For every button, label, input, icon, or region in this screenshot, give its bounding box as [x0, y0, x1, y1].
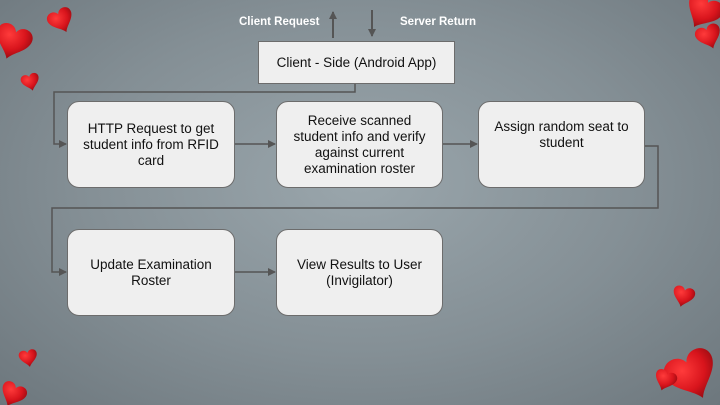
update-roster-node: Update Examination Roster [67, 229, 235, 316]
client-side-node: Client - Side (Android App) [258, 41, 455, 84]
connector-assign-to-update [51, 145, 659, 276]
server-return-label: Server Return [400, 16, 477, 28]
receive-verify-node: Receive scanned student info and verify … [276, 101, 443, 188]
connector-client-to-http [53, 84, 356, 148]
assign-seat-node: Assign random seat to student [478, 101, 645, 188]
view-results-node: View Results to User (Invigilator) [276, 229, 443, 316]
http-request-node: HTTP Request to get student info from RF… [67, 101, 235, 188]
client-request-label: Client Request [239, 16, 320, 28]
